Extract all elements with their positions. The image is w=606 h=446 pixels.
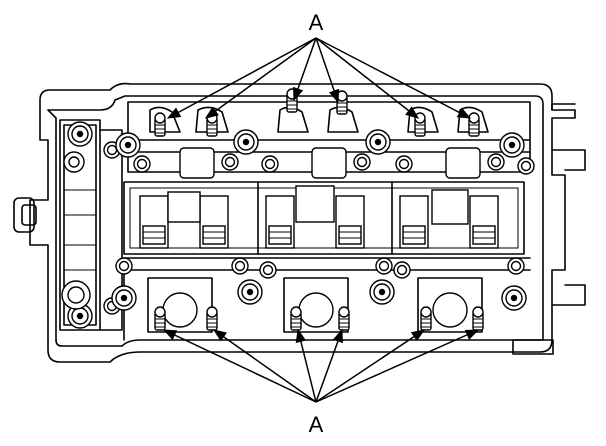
- bottom-callout-leaders: [162, 328, 480, 403]
- timing-end-plate: [59, 119, 101, 331]
- rocker-shaft-top: [127, 101, 531, 179]
- callout-label-top: A: [309, 10, 324, 35]
- rocker-shaft-bottom: [123, 257, 531, 341]
- valve-springs: [139, 185, 499, 249]
- left-strip: [99, 129, 123, 331]
- head-outline: [13, 82, 586, 363]
- top-callout-leaders: [166, 37, 472, 119]
- callout-label-bottom: A: [309, 412, 324, 437]
